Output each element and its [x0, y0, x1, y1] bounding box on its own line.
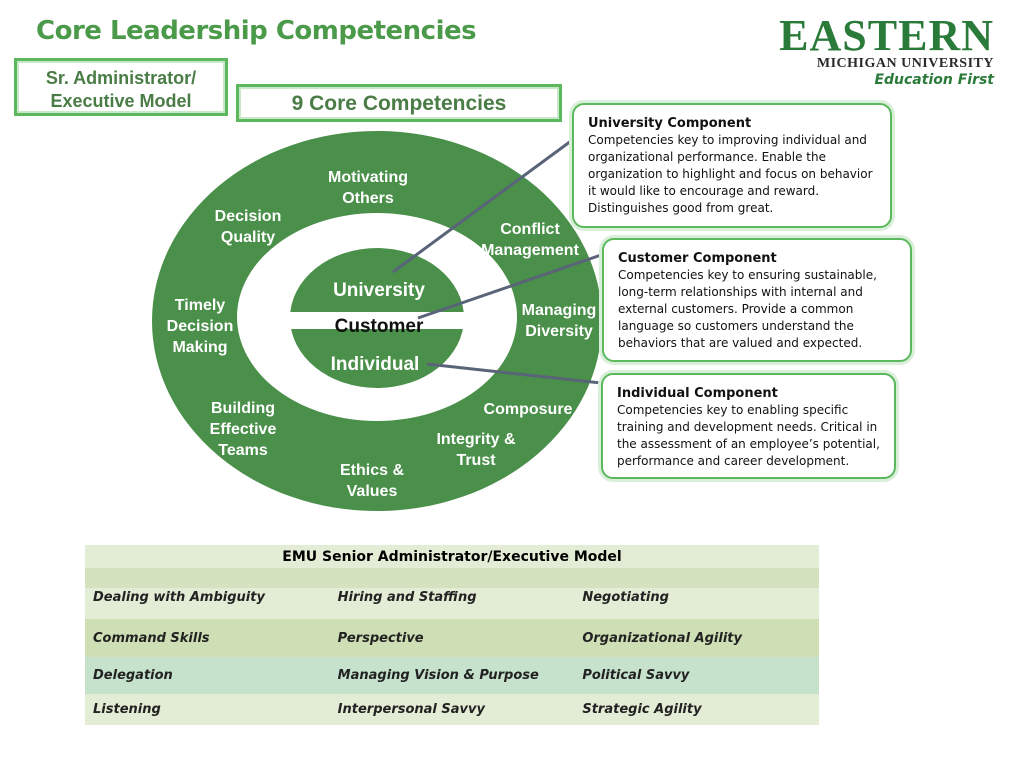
- table-row: Command Skills Perspective Organizational …: [85, 619, 819, 657]
- ring-label-integrity-1: Integrity &: [436, 431, 516, 448]
- core-competencies-box: 9 Core Competencies: [236, 84, 562, 122]
- ring-label-ethics-1: Ethics &: [340, 462, 404, 479]
- table-cell: Interpersonal Savvy: [337, 702, 485, 717]
- emu-logo: EASTERN MICHIGAN UNIVERSITY Education Fi…: [779, 11, 994, 89]
- connector-university: [392, 139, 572, 274]
- table-cell: Political Savvy: [582, 668, 690, 683]
- ring-label-motivating-2: Others: [342, 190, 394, 207]
- table-body: Dealing with Ambiguity Hiring and Staffin…: [85, 588, 819, 725]
- table-title: EMU Senior Administrator/Executive Model: [85, 545, 819, 568]
- ring-label-integrity-2: Trust: [456, 452, 496, 469]
- table-cell: Managing Vision & Purpose: [337, 668, 539, 683]
- table-cell: Organizational Agility: [582, 630, 742, 646]
- table-cell: Strategic Agility: [582, 702, 702, 717]
- table-cell: Negotiating: [582, 590, 669, 605]
- callout-university-body: Competencies key to improving individual…: [588, 133, 873, 215]
- ring-label-decision-1: Decision: [215, 208, 282, 225]
- table-cell: Dealing with Ambiguity: [93, 590, 265, 605]
- callout-individual-heading: Individual Component: [617, 386, 778, 401]
- core-label-university: University: [333, 280, 425, 301]
- logo-university: MICHIGAN UNIVERSITY: [816, 56, 994, 71]
- ring-label-managing-1: Managing: [522, 302, 597, 319]
- callout-customer-heading: Customer Component: [618, 251, 777, 266]
- table-cell: Command Skills: [93, 630, 210, 646]
- table-row: Dealing with Ambiguity Hiring and Staffin…: [85, 588, 819, 619]
- table-row: Listening Interpersonal Savvy Strategic Ag…: [85, 694, 819, 725]
- model-label-box: Sr. Administrator/ Executive Model: [14, 58, 228, 116]
- ring-label-timely-3: Making: [172, 339, 227, 356]
- connector-customer: [417, 252, 605, 320]
- table-cell: Hiring and Staffing: [337, 590, 477, 605]
- model-label-line2: Executive Model: [50, 91, 192, 111]
- ring-label-motivating-1: Motivating: [328, 169, 408, 186]
- table-cell: Listening: [93, 702, 161, 717]
- callout-individual: Individual Component Competencies key to…: [601, 373, 896, 479]
- callout-individual-body: Competencies key to enabling specific tr…: [617, 403, 880, 468]
- ring-label-conflict-1: Conflict: [500, 221, 560, 238]
- logo-eastern: EASTERN: [779, 11, 994, 60]
- ring-label-conflict-2: Management: [481, 242, 579, 259]
- callout-university: University Component Competencies key to…: [572, 103, 892, 228]
- ring-label-timely-2: Decision: [167, 318, 234, 335]
- core-label-individual: Individual: [331, 354, 420, 375]
- ring-label-building-2: Effective: [210, 421, 277, 438]
- ring-label-managing-2: Diversity: [525, 323, 593, 340]
- callout-customer-body: Competencies key to ensuring sustainable…: [618, 268, 877, 350]
- ring-label-building-3: Teams: [218, 442, 268, 459]
- ring-label-building-1: Building: [211, 400, 275, 417]
- table-subheader-band: [85, 568, 819, 588]
- connector-individual: [426, 362, 602, 385]
- ring-label-timely-1: Timely: [175, 297, 226, 314]
- ring-label-decision-2: Quality: [221, 229, 275, 246]
- core-label-customer: Customer: [335, 316, 424, 337]
- callout-customer: Customer Component Competencies key to e…: [602, 238, 912, 362]
- logo-tagline: Education First: [874, 72, 994, 88]
- ring-label-composure: Composure: [484, 401, 573, 418]
- table-cell: Delegation: [93, 668, 173, 683]
- model-label-line1: Sr. Administrator/: [45, 68, 197, 88]
- core-competencies-label: 9 Core Competencies: [291, 92, 507, 115]
- table-cell: Perspective: [337, 630, 424, 646]
- page-title: Core Leadership Competencies: [36, 16, 477, 46]
- ring-label-ethics-2: Values: [347, 483, 398, 500]
- callout-university-heading: University Component: [588, 116, 752, 131]
- competency-table: EMU Senior Administrator/Executive Model…: [85, 545, 819, 725]
- table-row: Delegation Managing Vision & Purpose Polit…: [85, 657, 819, 694]
